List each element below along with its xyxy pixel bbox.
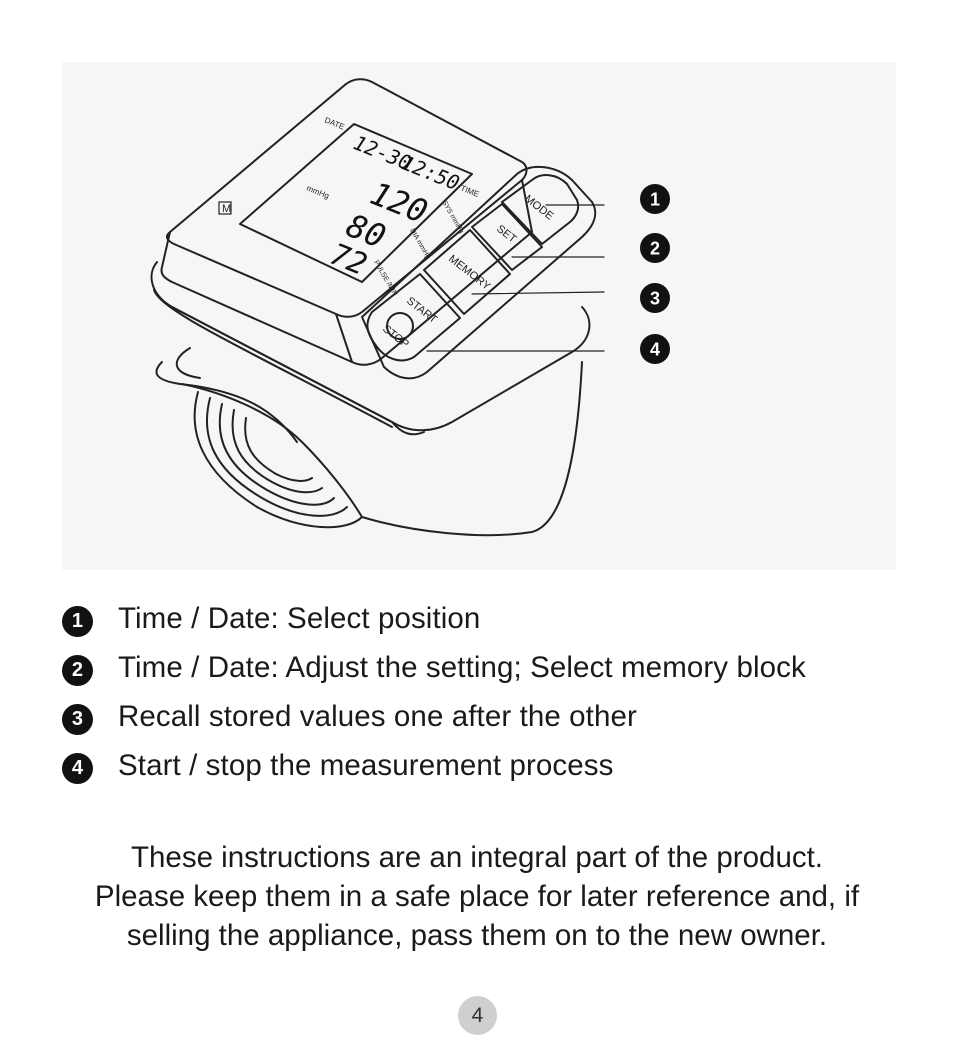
start-button-label: START (404, 295, 439, 326)
legend-badge-1: 1 (62, 606, 93, 637)
legend-text-1: Time / Date: Select position (118, 601, 481, 635)
callout-number-4: 4 (650, 340, 660, 360)
start-stop-button[interactable] (366, 273, 461, 362)
mi-icon: M (222, 203, 231, 215)
legend-badge-2: 2 (62, 655, 93, 686)
wrist-cuff (155, 347, 583, 537)
legend-text-4: Start / stop the measurement process (118, 748, 614, 782)
set-button-label: SET (494, 223, 518, 246)
legend-item: 2 Time / Date: Adjust the setting; Selec… (62, 643, 922, 692)
callout-badge-2 (640, 233, 670, 263)
callout-number-1: 1 (650, 190, 660, 210)
lcd-screen (239, 123, 473, 283)
callout-line-3 (471, 291, 605, 295)
device-base (150, 261, 591, 432)
legend-item: 3 Recall stored values one after the oth… (62, 692, 922, 741)
callout-badge-1 (640, 184, 670, 214)
device-illustration: DATE TIME mmHg SYS mmHg DIA mmHg PULSE /… (62, 62, 896, 570)
legend-item: 4 Start / stop the measurement process (62, 741, 922, 790)
note-line-3: selling the appliance, pass them on to t… (126, 919, 828, 952)
legend-text-2: Time / Date: Adjust the setting; Select … (118, 650, 806, 684)
button-legend: 1 Time / Date: Select position 2 Time / … (62, 594, 922, 790)
time-label: TIME (459, 184, 480, 200)
mmhg-label: mmHg (305, 184, 330, 201)
callout-badge-3 (640, 283, 670, 313)
set-button[interactable] (471, 203, 543, 271)
legend-badge-4: 4 (62, 753, 93, 784)
note-line-2: Please keep them in a safe place for lat… (94, 880, 860, 913)
mi-icon-frame (218, 201, 232, 215)
dia-unit-label: DIA mmHg (408, 228, 431, 261)
mode-button[interactable] (501, 174, 580, 245)
button-panel (361, 165, 597, 380)
blood-pressure-monitor-drawing: DATE TIME mmHg SYS mmHg DIA mmHg PULSE /… (150, 78, 670, 537)
instructions-note: These instructions are an integral part … (40, 838, 914, 955)
callout-number-3: 3 (650, 289, 660, 309)
sys-unit-label: SYS mmHg (440, 200, 464, 235)
page-number: 4 (458, 996, 497, 1035)
callout-badge-4 (640, 334, 670, 364)
legend-text-3: Recall stored values one after the other (118, 699, 637, 733)
legend-item: 1 Time / Date: Select position (62, 594, 922, 643)
date-label: DATE (323, 116, 346, 132)
start-stop-circle (386, 312, 414, 340)
callout-number-2: 2 (650, 239, 660, 259)
memory-button[interactable] (423, 229, 511, 315)
memory-button-label: MEMORY (446, 253, 493, 293)
legend-badge-3: 3 (62, 704, 93, 735)
note-line-1: These instructions are an integral part … (131, 841, 823, 874)
